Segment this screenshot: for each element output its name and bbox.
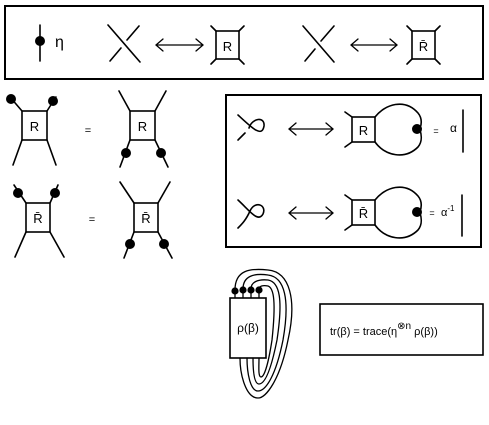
alpha-exponent: -1 [447,204,455,213]
r-bar-label: R̄ [359,206,368,221]
crossing-icon [107,24,141,63]
r-bar-vertex: R̄ [406,25,441,65]
dot-icon [121,148,131,158]
dot-icon [412,124,422,134]
double-arrow-icon [350,38,398,52]
dot-icon [13,188,23,198]
r-label: R [359,123,368,138]
rho-beta-label: ρ(β) [237,321,259,335]
dot-icon [156,148,166,158]
dot-icon [255,286,263,294]
equals-sign: = [89,214,95,226]
trace-closure-diagram: ρ(β) [229,268,293,399]
r-label: R [138,119,147,134]
kink-relations-panel: R = α R̄ = α-1 [225,94,482,248]
r-label: R [30,119,39,134]
crossing-icon [302,25,335,63]
r-dot-identity: R = R [6,90,169,168]
r-label: R [223,39,232,54]
equals-sign: = [433,126,438,136]
top-frame [4,5,484,80]
r-bar-label: R̄ [419,39,428,54]
kink-icon [237,114,265,141]
r-bar-dot-identity: R̄ = R̄ [13,181,173,259]
equals-sign: = [429,208,434,218]
kink-frame [225,94,482,248]
dot-icon [247,286,255,294]
double-arrow-icon [288,206,334,220]
dot-icon [50,188,60,198]
r-bar-loop-vertex: R̄ [344,186,423,239]
trace-formula: tr(β) = trace(η⊗n ρ(β)) [319,303,484,356]
trace-suffix: ρ(β)) [411,326,438,338]
r-bar-label: R̄ [33,211,42,226]
r-loop-vertex: R [344,103,423,156]
r-bar-label: R̄ [141,211,150,226]
dot-icon [35,36,45,46]
top-definitions-panel: η R [4,5,484,80]
double-arrow-icon [288,122,334,136]
dot-icon [231,287,239,295]
r-vertex: R [210,25,245,65]
dot-icon [239,286,247,294]
kink-icon [237,199,265,229]
dot-icon [48,96,58,106]
equals-sign: = [85,125,91,137]
double-arrow-icon [155,38,204,52]
alpha-inverse-label: α-1 [441,204,455,219]
dot-icon [6,94,16,104]
eta-label: η [55,34,64,51]
dot-icon [125,239,135,249]
trace-prefix: tr(β) = trace(η [330,326,397,338]
eta-strand [35,24,45,62]
formula-frame [319,303,484,356]
dot-icon [159,239,169,249]
trace-exponent: ⊗n [397,321,411,332]
alpha-label: α [450,121,457,135]
alpha-base: α [441,207,448,219]
dot-icon [412,207,422,217]
trace-formula-text: tr(β) = trace(η⊗n ρ(β)) [330,321,438,338]
